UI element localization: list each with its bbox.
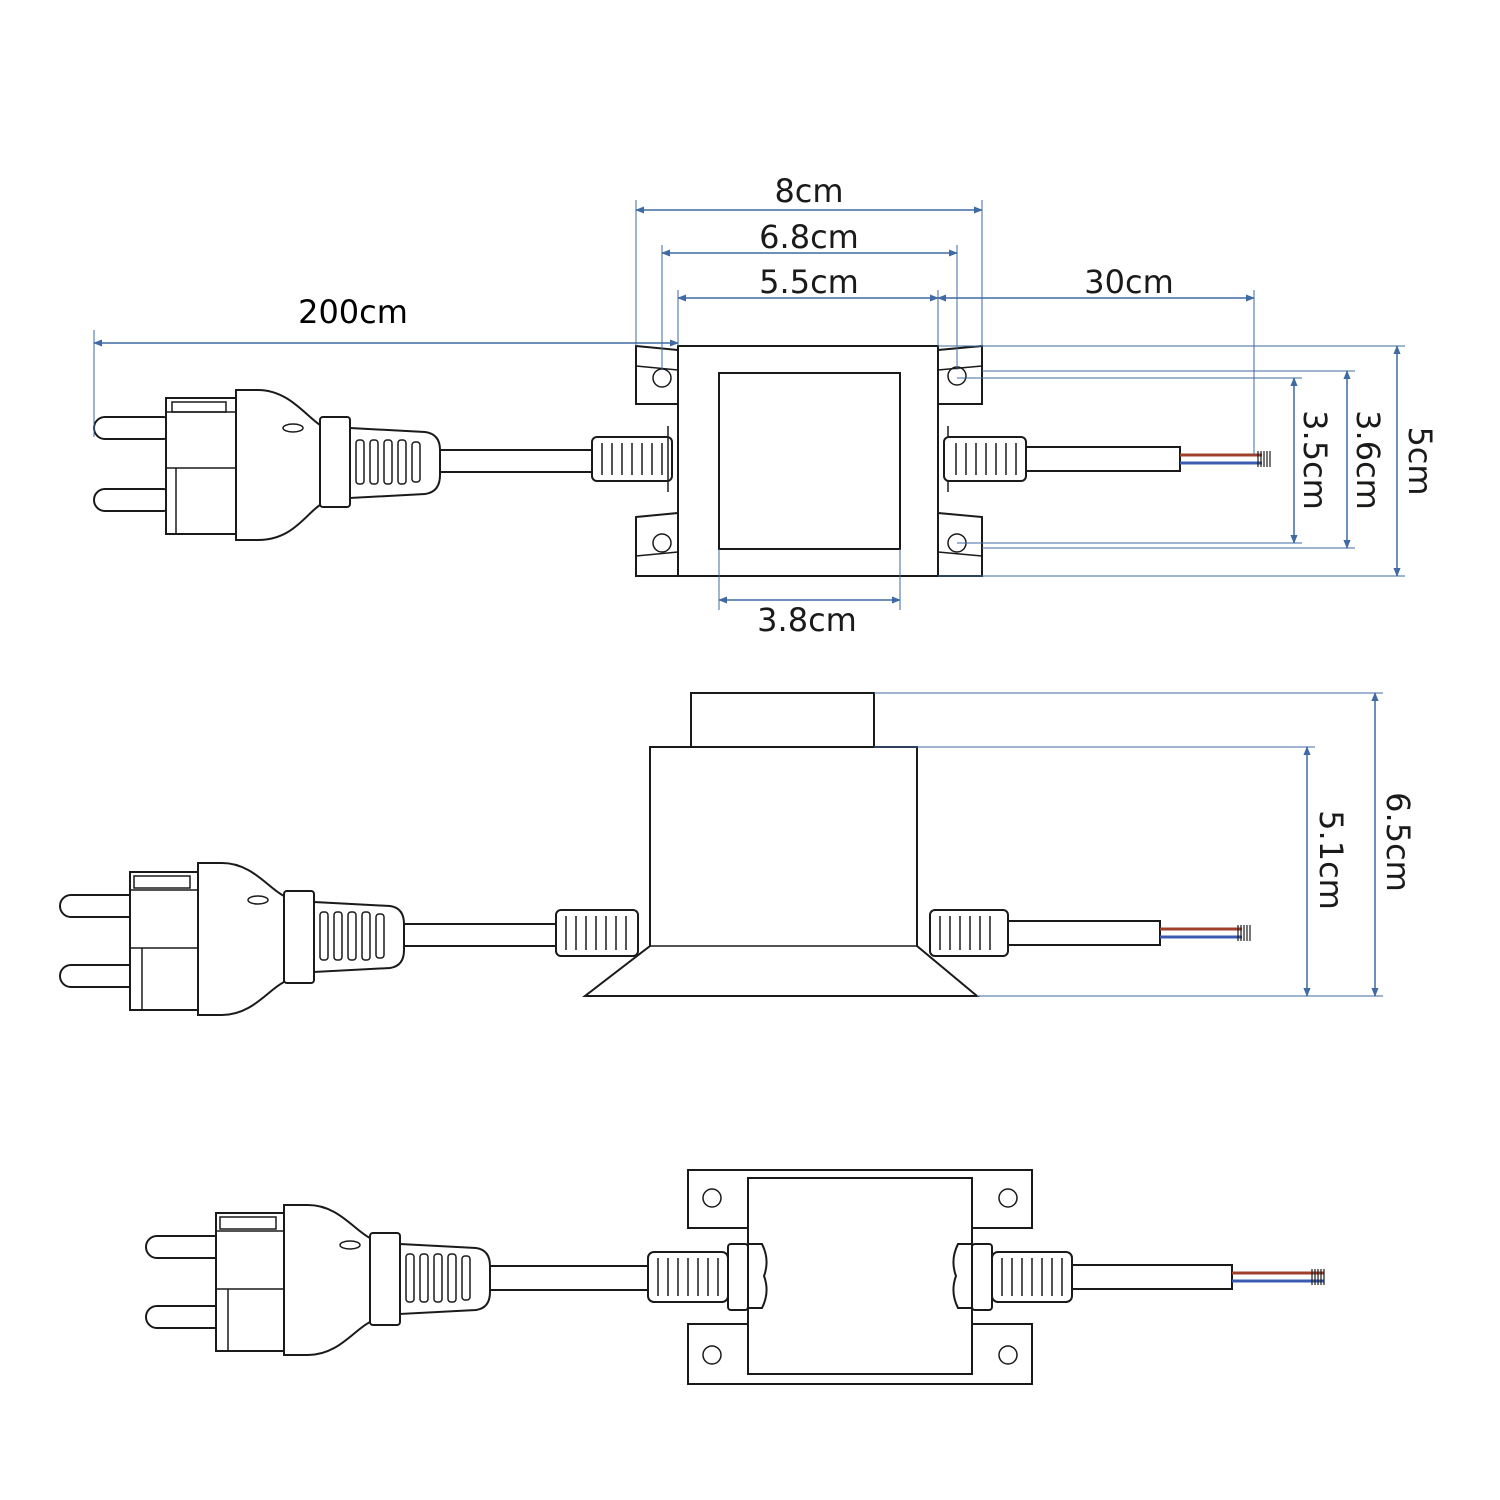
label-lead-length: 30cm	[1084, 263, 1173, 301]
output-lead	[1071, 1264, 1325, 1290]
plug-face	[215, 1212, 285, 1352]
label-window-width: 3.8cm	[757, 601, 857, 639]
bottom-view	[145, 1169, 1325, 1385]
plug-pin-lower	[145, 1305, 227, 1329]
mounting-tab-bottom-left	[635, 511, 679, 577]
label-total-depth: 5cm	[1401, 426, 1439, 495]
mounting-tab-top-right	[937, 344, 983, 405]
left-cable-gland-icon	[591, 436, 673, 482]
dimension-lines	[1303, 692, 1379, 997]
left-cable-gland-icon	[555, 909, 639, 957]
output-lead	[1025, 446, 1271, 472]
plug-pin-upper	[59, 894, 141, 918]
label-hole-spacing: 6.8cm	[759, 218, 859, 256]
housing-top-cap	[690, 692, 875, 748]
label-total-height: 6.5cm	[1379, 792, 1417, 892]
label-hole-span-inner: 3.5cm	[1296, 410, 1334, 510]
label-total-width: 8cm	[774, 172, 843, 210]
label-body-height: 5.1cm	[1312, 810, 1350, 910]
mounting-hole-icon	[702, 1345, 722, 1365]
right-cable-gland-icon	[952, 1243, 1073, 1311]
mains-cable	[440, 449, 592, 473]
plug-collar	[369, 1232, 401, 1326]
mounting-hole-icon	[652, 533, 672, 553]
transformer-housing-bottom	[687, 1169, 1033, 1385]
extension-lines	[874, 692, 1383, 997]
plug-pin-upper	[145, 1235, 227, 1259]
plug-collar	[283, 890, 315, 984]
housing-body	[582, 746, 980, 997]
transformer-housing-top	[635, 344, 983, 577]
plug-icon	[59, 862, 405, 1016]
plug-body	[235, 389, 321, 541]
right-cable-gland-icon	[943, 436, 1027, 482]
plug-icon	[93, 389, 441, 541]
side-view: 5.1cm 6.5cm	[59, 692, 1417, 1016]
mains-cable	[490, 1265, 648, 1291]
plug-icon	[145, 1204, 491, 1356]
housing-window	[718, 372, 901, 550]
plug-pin-lower	[93, 488, 175, 512]
housing-body	[747, 1177, 973, 1375]
mounting-hole-icon	[998, 1345, 1018, 1365]
plug-collar	[319, 416, 351, 508]
mounting-tab-top-left	[635, 344, 679, 405]
output-lead	[1007, 920, 1251, 946]
transformer-housing-side	[582, 692, 980, 997]
plug-body	[197, 862, 285, 1016]
label-cable-length: 200cm	[298, 293, 408, 331]
mounting-hole-icon	[702, 1188, 722, 1208]
dimension-lines	[93, 206, 1401, 604]
plug-strain-relief	[399, 1242, 491, 1316]
mounting-hole-icon	[998, 1188, 1018, 1208]
plug-strain-relief	[349, 426, 441, 500]
plug-face	[129, 871, 199, 1011]
label-hole-span-outer: 3.6cm	[1349, 410, 1387, 510]
mounting-tab-bottom-right	[937, 511, 983, 577]
top-view: 200cm 8cm 6.8cm 5.5cm 30cm 3.8cm 3.5cm 3…	[93, 172, 1439, 639]
plug-body	[283, 1204, 371, 1356]
right-cable-gland-icon	[929, 909, 1009, 957]
plug-strain-relief	[313, 900, 405, 974]
plug-face	[165, 397, 237, 535]
extension-lines	[93, 200, 1405, 610]
left-cable-gland-icon	[647, 1243, 768, 1311]
plug-pin-lower	[59, 964, 141, 988]
mains-cable	[404, 923, 556, 947]
plug-pin-upper	[93, 416, 175, 440]
label-body-width: 5.5cm	[759, 263, 859, 301]
